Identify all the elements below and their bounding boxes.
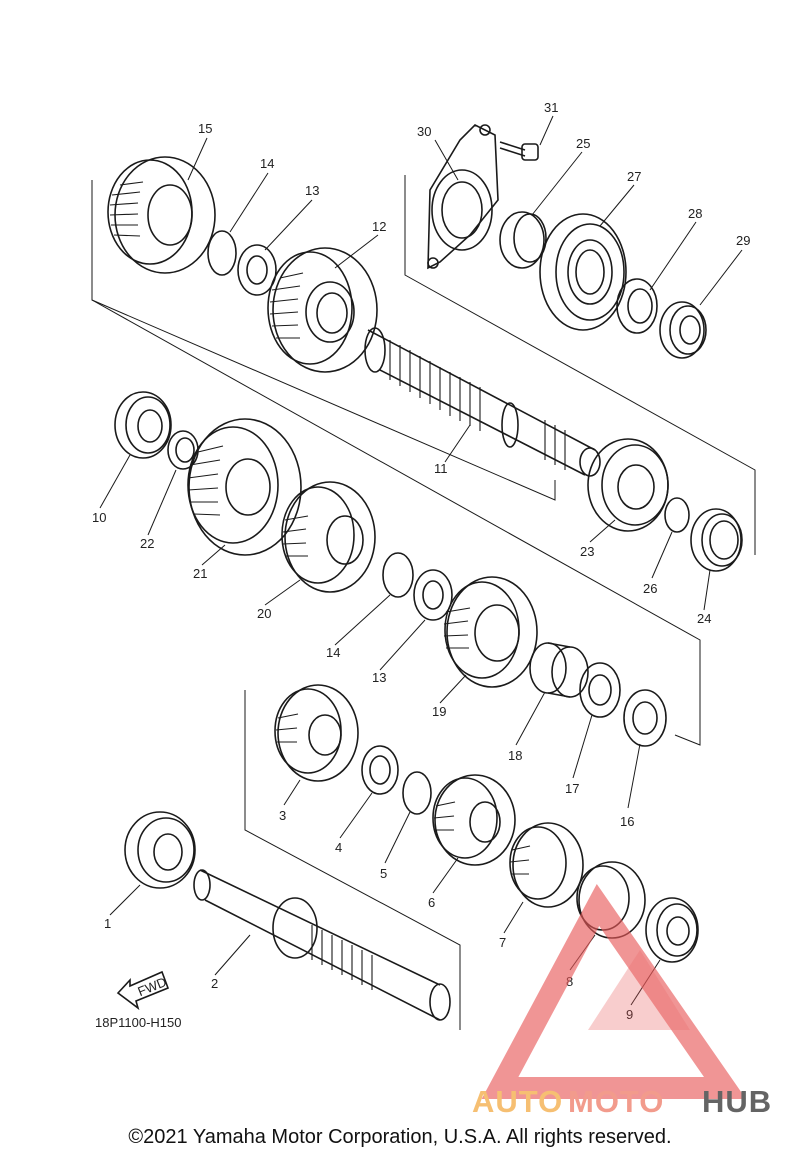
label-part-1: 1 [104, 916, 111, 931]
label-part-16: 16 [620, 814, 634, 829]
gear-21 [187, 418, 302, 556]
gear-19 [443, 576, 538, 688]
watermark-moto: MOTO [568, 1084, 664, 1119]
label-part-4: 4 [335, 840, 342, 855]
circlip-14-upper [207, 230, 237, 276]
label-part-11: 11 [434, 461, 448, 476]
label-part-5: 5 [380, 866, 387, 881]
copyright-notice: ©2021 Yamaha Motor Corporation, U.S.A. A… [128, 1126, 672, 1148]
part-labels: 15 14 13 12 30 31 25 27 28 29 11 10 22 2… [92, 100, 750, 1022]
label-part-25: 25 [576, 136, 590, 151]
gear-3 [274, 684, 359, 782]
label-part-8: 8 [566, 974, 573, 989]
label-part-13: 13 [305, 183, 319, 198]
label-part-31: 31 [544, 100, 558, 115]
washer-22 [167, 430, 199, 470]
gear-6 [432, 774, 516, 866]
label-part-13b: 13 [372, 670, 386, 685]
label-part-18: 18 [508, 748, 522, 763]
watermark-hub: HUB [702, 1084, 772, 1119]
gear-20 [281, 481, 376, 593]
oil-seal-29 [659, 301, 707, 359]
label-part-17: 17 [565, 781, 579, 796]
gear-12 [267, 247, 378, 373]
label-part-6: 6 [428, 895, 435, 910]
washer-13-middle [413, 569, 453, 621]
watermark-auto: AUTO [472, 1084, 563, 1119]
collar-25 [499, 211, 547, 269]
label-part-28: 28 [688, 206, 702, 221]
label-part-10: 10 [92, 510, 106, 525]
label-part-21: 21 [193, 566, 207, 581]
bearing-10 [114, 391, 172, 459]
label-part-7: 7 [499, 935, 506, 950]
gear-15 [107, 156, 216, 274]
bearing-1 [124, 811, 196, 889]
circlip-5 [402, 771, 432, 815]
label-part-14: 14 [260, 156, 274, 171]
circlip-14-middle [382, 552, 414, 598]
gear-7 [509, 822, 584, 908]
frame-lower [244, 690, 461, 1030]
label-part-2: 2 [211, 976, 218, 991]
bracket-30 [427, 124, 499, 270]
shaft-11 [364, 327, 601, 477]
watermark-logo: AUTO MOTO HUB [472, 883, 772, 1119]
label-part-27: 27 [627, 169, 641, 184]
label-part-26: 26 [643, 581, 657, 596]
label-part-15: 15 [198, 121, 212, 136]
o-ring-26 [664, 497, 690, 533]
shaft-2 [193, 869, 451, 1021]
frame-middle [91, 299, 701, 746]
bolt-31 [499, 141, 539, 161]
label-part-9: 9 [626, 1007, 633, 1022]
label-part-23: 23 [580, 544, 594, 559]
leader-lines [99, 115, 743, 1006]
label-part-14b: 14 [326, 645, 340, 660]
washer-13-upper [237, 244, 277, 296]
bearing-27 [539, 213, 627, 331]
fwd-arrow-icon: FWD [116, 970, 170, 1011]
needle-bearing-18 [529, 642, 589, 698]
label-part-22: 22 [140, 536, 154, 551]
label-part-24: 24 [697, 611, 711, 626]
fwd-label: FWD [136, 974, 169, 999]
label-part-20: 20 [257, 606, 271, 621]
parts-diagram: FWD 18P1100-H150 [91, 100, 772, 1119]
frame-upper [91, 180, 556, 501]
label-part-30: 30 [417, 124, 431, 139]
washer-16 [623, 689, 667, 747]
bearing-9 [645, 897, 699, 963]
washer-28 [616, 278, 658, 334]
frame-upper-right [404, 175, 756, 555]
washer-4 [361, 745, 399, 795]
label-part-19: 19 [432, 704, 446, 719]
oil-seal-24 [690, 508, 743, 572]
washer-17 [579, 662, 621, 718]
label-part-29: 29 [736, 233, 750, 248]
label-part-12: 12 [372, 219, 386, 234]
diagram-code: 18P1100-H150 [95, 1015, 182, 1030]
bearing-23 [587, 438, 669, 532]
label-part-3: 3 [279, 808, 286, 823]
